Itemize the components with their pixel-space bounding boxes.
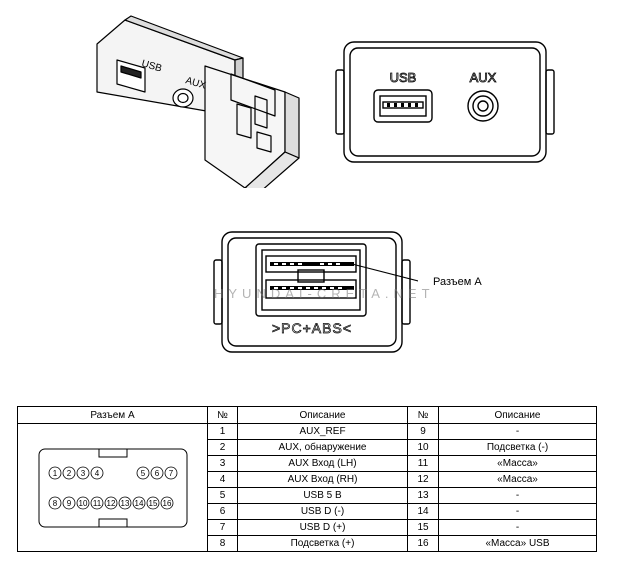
connector-pin-label: 8: [52, 499, 57, 508]
pin-number: 1: [207, 423, 238, 440]
connector-pin: [104, 496, 117, 509]
pin-description: AUX Вход (LH): [237, 455, 408, 472]
header-connector: Разъем А: [17, 406, 208, 424]
connector-pin-label: 9: [66, 499, 71, 508]
pin-description: Подсветка (+): [237, 535, 408, 552]
front-view: USB AUX: [335, 41, 555, 163]
table-row: 2 AUX, обнаружение 10 Подсветка (-): [18, 439, 597, 456]
pin-number: 8: [207, 535, 238, 552]
table-row: 8 Подсветка (+) 16 «Масса» USB: [18, 535, 597, 552]
connector-pin-label: 5: [140, 469, 145, 478]
table-row: 3 AUX Вход (LH) 11 «Масса»: [18, 455, 597, 472]
pin-number: 2: [207, 439, 238, 456]
pin-number: 11: [407, 455, 439, 472]
connector-pin: [90, 466, 103, 479]
pin-description: -: [438, 423, 597, 440]
connector-pin-label: 6: [154, 469, 159, 478]
iso-view: USB AUX: [96, 15, 300, 188]
connector-pin: [160, 496, 173, 509]
connector-a-callout: Разъем А: [433, 276, 482, 288]
connector-pin: [118, 496, 131, 509]
pin-number: 4: [207, 471, 238, 488]
connector-pin-label: 13: [120, 499, 129, 508]
connector-pin-label: 16: [162, 499, 171, 508]
pin-number: 5: [207, 487, 238, 504]
connector-pin-label: 2: [66, 469, 71, 478]
connector-pin: [62, 466, 75, 479]
connector-pin-label: 3: [80, 469, 85, 478]
pin-number: 9: [407, 423, 439, 440]
connector-pin-label: 11: [92, 499, 101, 508]
pin-number: 12: [407, 471, 439, 488]
pin-description: Подсветка (-): [438, 439, 597, 456]
connector-pin-label: 1: [52, 469, 57, 478]
pin-description: -: [438, 519, 597, 536]
connector-pin-label: 15: [148, 499, 157, 508]
connector-pin-label: 7: [168, 469, 173, 478]
pin-description: «Масса» USB: [438, 535, 597, 552]
table-row: 6 USB D (-) 14 -: [18, 503, 597, 520]
pin-number: 7: [207, 519, 238, 536]
connector-pin-label: 12: [106, 499, 115, 508]
pin-description: AUX, обнаружение: [237, 439, 408, 456]
front-aux-label: AUX: [470, 70, 497, 85]
pin-description: AUX Вход (RH): [237, 471, 408, 488]
pin-description: USB 5 В: [237, 487, 408, 504]
header-no-2: №: [407, 406, 439, 424]
rear-view: >PC+ABS<: [213, 231, 418, 353]
connector-pin: [164, 466, 177, 479]
pin-number: 6: [207, 503, 238, 520]
connector-pin: [150, 466, 163, 479]
pin-description: -: [438, 503, 597, 520]
header-desc-2: Описание: [438, 406, 597, 424]
connector-pin-label: 4: [94, 469, 99, 478]
connector-pin: [90, 496, 103, 509]
connector-pin: [76, 466, 89, 479]
header-desc-1: Описание: [237, 406, 408, 424]
pin-number: 13: [407, 487, 439, 504]
connector-pin-label: 10: [78, 499, 87, 508]
pin-description: «Масса»: [438, 455, 597, 472]
connector-pin-label: 14: [134, 499, 143, 508]
pin-description: -: [438, 487, 597, 504]
connector-pin: [76, 496, 89, 509]
header-no-1: №: [207, 406, 238, 424]
pin-description: USB D (-): [237, 503, 408, 520]
front-usb-label: USB: [390, 70, 417, 85]
pin-number: 14: [407, 503, 439, 520]
rear-material-mark: >PC+ABS<: [272, 320, 352, 336]
connector-pin: [48, 496, 61, 509]
connector-pin: [62, 496, 75, 509]
pin-number: 16: [407, 535, 439, 552]
pin-number: 10: [407, 439, 439, 456]
connector-pin: [48, 466, 61, 479]
watermark: HYUNDAI-CRETA.NET: [214, 286, 435, 301]
connector-pin: [146, 496, 159, 509]
pin-description: «Масса»: [438, 471, 597, 488]
pin-description: USB D (+): [237, 519, 408, 536]
table-header-row: Разъем А № Описание № Описание: [17, 406, 597, 424]
connector-pin: [136, 466, 149, 479]
pin-number: 15: [407, 519, 439, 536]
pin-description: AUX_REF: [237, 423, 408, 440]
pin-number: 3: [207, 455, 238, 472]
connector-pin: [132, 496, 145, 509]
